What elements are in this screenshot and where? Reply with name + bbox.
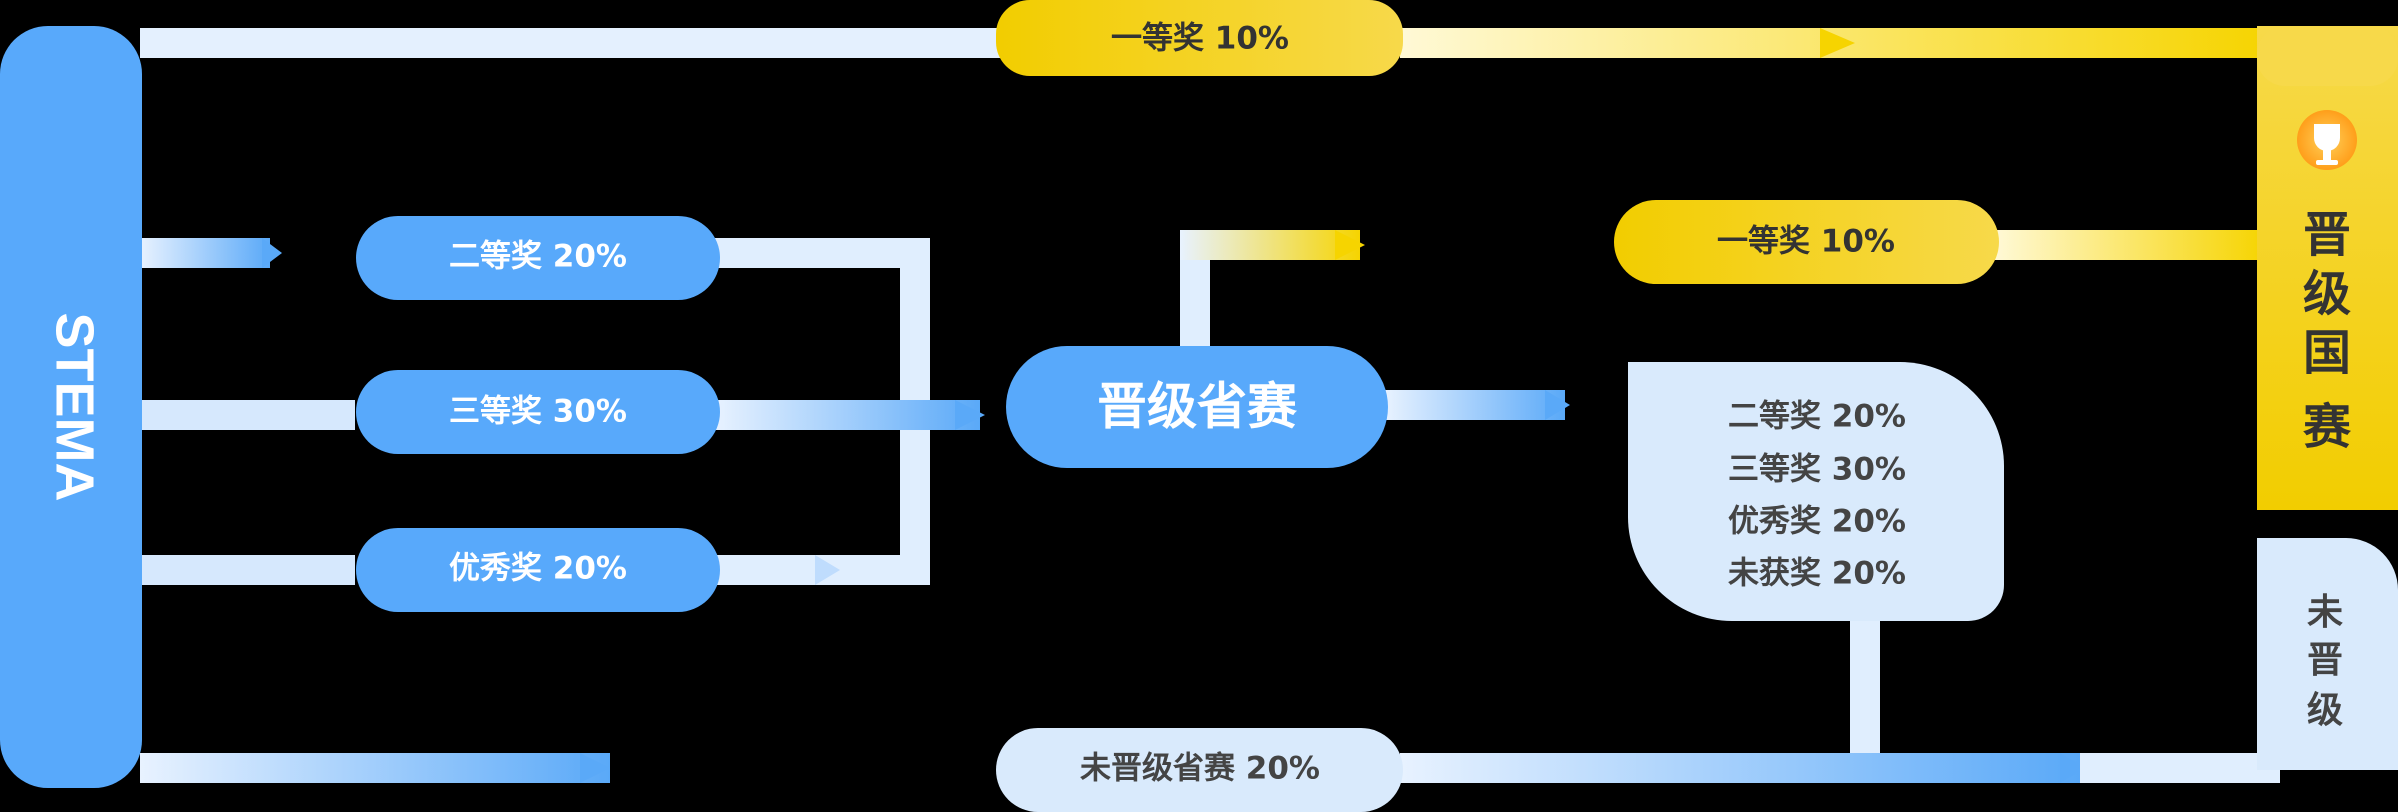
trophy-icon (2297, 110, 2357, 170)
connector-second-right (715, 238, 930, 268)
provincial-first-prize-pill (1614, 200, 1999, 284)
connector-to-third-prize (140, 400, 355, 430)
national-char-4: 赛 (2303, 399, 2352, 455)
stema-node (0, 26, 142, 788)
national-char-1: 晋 (2303, 207, 2351, 263)
provincial-node (1006, 346, 1388, 468)
national-char-2: 级 (2303, 266, 2351, 322)
connector-to-second-prize (140, 238, 270, 268)
not-promoted-char-2: 晋 (2307, 640, 2343, 681)
not-promoted-node (2257, 538, 2398, 770)
top-connector-left (140, 28, 1000, 58)
stema-label: STEMA (45, 313, 105, 502)
excellent-prize-pill (356, 528, 720, 612)
connector-provincial-first-to-national (1995, 230, 2265, 260)
connector-third-to-provincial (715, 400, 980, 430)
national-char-3: 国 (2303, 325, 2351, 381)
excellent-prize-label: 优秀奖 20% (449, 551, 627, 587)
not-advanced-label: 未晋级省赛 20% (1080, 751, 1320, 787)
provincial-label: 晋级省赛 (1097, 378, 1298, 436)
not-advanced-pill (996, 728, 1403, 812)
provincial-first-prize-label: 一等奖 10% (1717, 224, 1895, 260)
bottom-arrow-right (2060, 753, 2085, 783)
arrow-excellent-merge (815, 555, 840, 585)
arrow-to-second-prize (262, 238, 282, 268)
provincial-results-card (1628, 362, 2004, 621)
third-prize-pill (356, 370, 720, 454)
provincial-result-no-award: 未获奖 20% (1728, 556, 1906, 592)
provincial-result-excellent: 优秀奖 20% (1728, 504, 1906, 540)
third-prize-label: 三等奖 30% (449, 394, 627, 430)
provincial-result-third: 三等奖 30% (1728, 452, 1906, 488)
top-connector-arrow (1820, 28, 1855, 58)
national-node (2257, 26, 2398, 510)
connector-provincial-to-results (1385, 390, 1565, 420)
provincial-result-second: 二等奖 20% (1728, 399, 1906, 435)
arrow-to-provincial (955, 400, 985, 430)
arrow-to-provincial-first (1335, 230, 1365, 260)
second-prize-pill (356, 216, 720, 300)
arrow-to-results (1545, 390, 1570, 420)
bottom-connector-right (1400, 753, 2080, 783)
first-prize-top-pill (996, 0, 1403, 76)
not-promoted-char-3: 级 (2307, 690, 2343, 731)
not-promoted-char-1: 未 (2307, 592, 2343, 633)
bottom-arrow-left (580, 753, 610, 783)
first-prize-top-label: 一等奖 10% (1111, 21, 1289, 57)
bottom-connector-end (2080, 753, 2280, 783)
connector-to-excellent-prize (140, 555, 355, 585)
connector-to-provincial-first (1180, 230, 1360, 260)
connector-results-down (1850, 600, 1880, 780)
bottom-connector-left (140, 753, 610, 783)
national-node-top (2257, 26, 2398, 86)
second-prize-label: 二等奖 20% (449, 239, 627, 275)
